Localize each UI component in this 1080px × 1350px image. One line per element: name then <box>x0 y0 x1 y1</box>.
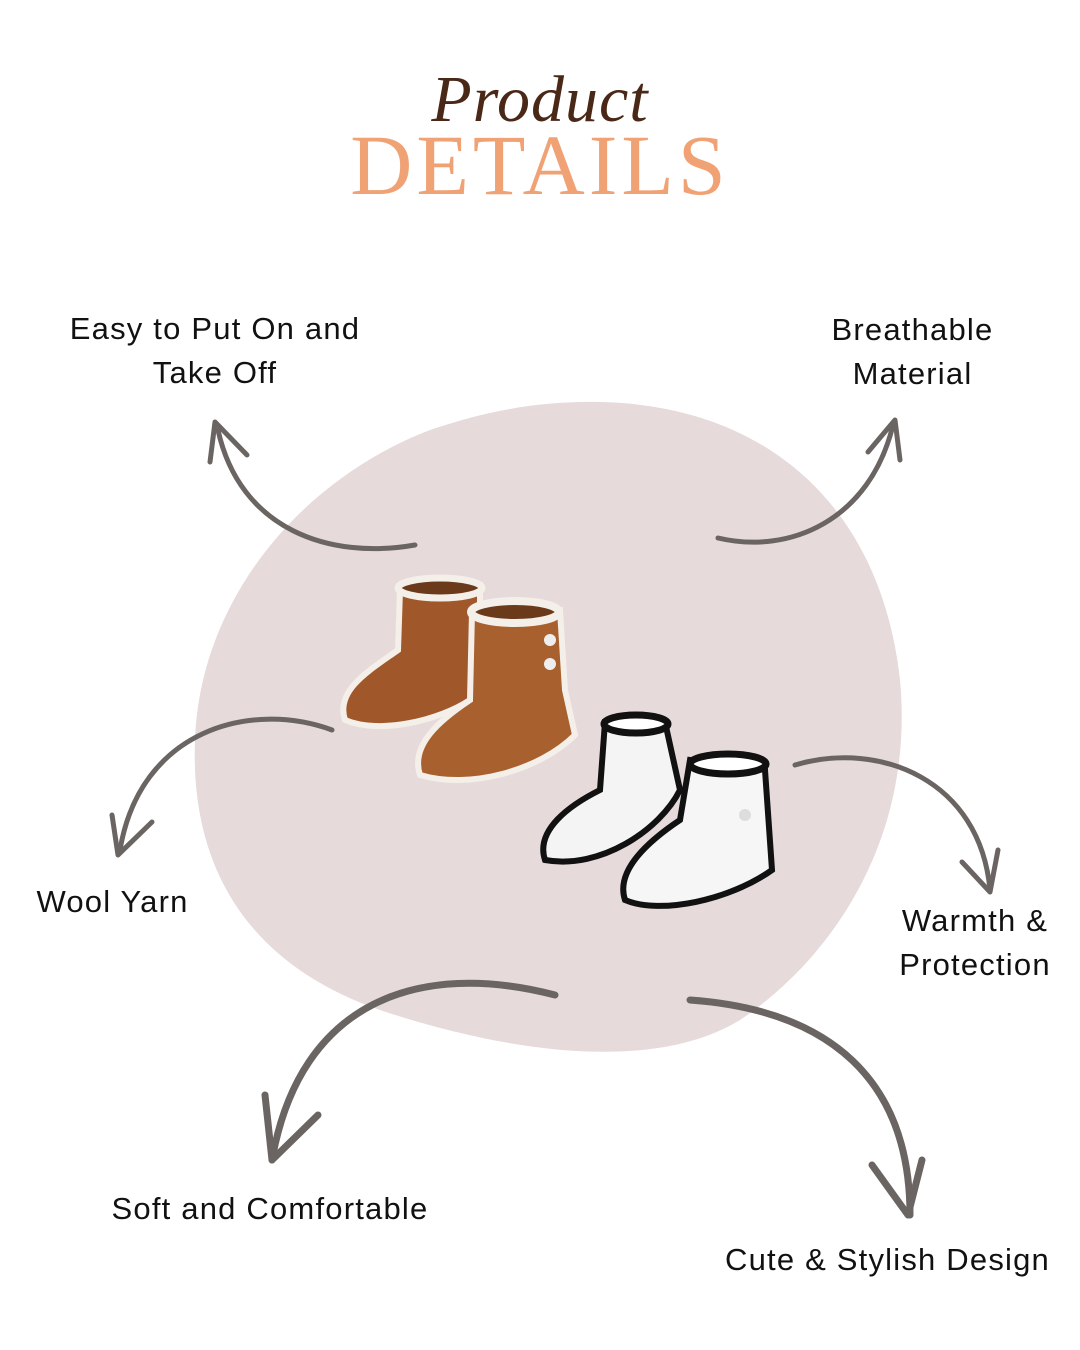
white-booties <box>540 711 776 909</box>
feature-label-wool-line1: Wool Yarn <box>36 884 189 919</box>
arrow-icon-breathable <box>715 417 903 545</box>
title-script: Product <box>431 63 649 136</box>
feature-label-easy-line2: Take Off <box>152 355 278 390</box>
arrow-icon-easy <box>207 419 418 552</box>
brown-booties <box>340 574 579 784</box>
feature-label-breathable-line2: Material <box>852 356 973 391</box>
feature-label-wool: Wool Yarn <box>10 880 215 924</box>
feature-label-warmth: Warmth & Protection <box>875 899 1075 987</box>
feature-label-soft: Soft and Comfortable <box>80 1187 460 1231</box>
feature-label-cute: Cute & Stylish Design <box>700 1238 1075 1282</box>
feature-label-soft-line1: Soft and Comfortable <box>111 1191 429 1226</box>
arrow-icon-warmth <box>792 755 1001 895</box>
feature-label-easy-line1: Easy to Put On and <box>69 311 361 346</box>
feature-label-warmth-line2: Protection <box>899 947 1051 982</box>
arrow-icon-cute <box>686 996 926 1219</box>
title-main: DETAILS <box>350 117 730 213</box>
feature-label-breathable-line1: Breathable <box>831 312 994 347</box>
feature-label-cute-line1: Cute & Stylish Design <box>725 1242 1050 1277</box>
arrow-icon-soft <box>261 979 559 1164</box>
arrow-icon-wool <box>109 716 335 858</box>
feature-label-warmth-line1: Warmth & <box>901 903 1049 938</box>
